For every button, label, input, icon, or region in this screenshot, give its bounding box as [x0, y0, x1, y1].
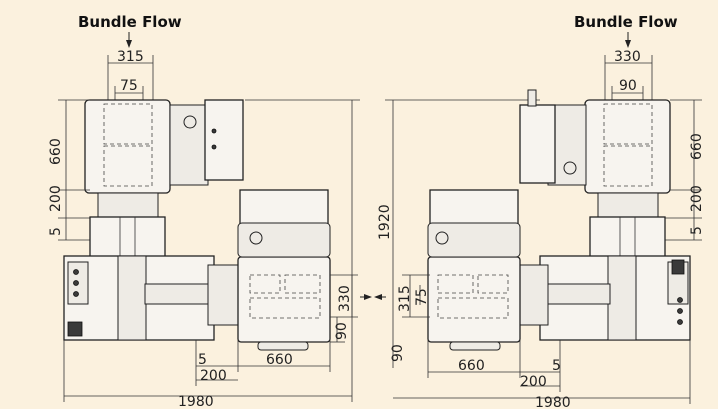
- left-dim-bottom-5: 5: [198, 352, 207, 368]
- left-dim-5: 5: [48, 227, 64, 236]
- right-top-unit: [584, 99, 671, 194]
- right-dim-side-90: 90: [390, 344, 406, 362]
- left-motor-box: [239, 189, 329, 225]
- right-dim-bottom-5: 5: [552, 358, 561, 374]
- right-dim-315: 315: [397, 285, 413, 312]
- left-dim-90: 90: [334, 322, 350, 340]
- left-top-unit: [84, 99, 171, 194]
- right-conveyor-unit: [427, 256, 521, 343]
- left-flow-title: Bundle Flow: [78, 13, 182, 31]
- left-switch: [67, 321, 83, 337]
- left-dim-75: 75: [120, 78, 138, 94]
- left-dim-200: 200: [48, 185, 64, 212]
- right-control-box: [519, 104, 556, 184]
- right-dim-200: 200: [689, 185, 705, 212]
- right-flow-title: Bundle Flow: [574, 13, 678, 31]
- right-dim-90: 90: [619, 78, 637, 94]
- left-dim-bottom-660: 660: [266, 352, 293, 368]
- right-dim-330: 330: [614, 49, 641, 65]
- left-control-box: [204, 99, 244, 181]
- left-dim-1980: 1980: [178, 394, 214, 409]
- left-view: Bundle Flow 315 75 660 200 5: [48, 13, 360, 409]
- right-view: Bundle Flow 330 90 1920 660 200 5: [377, 13, 705, 409]
- right-dim-75: 75: [414, 288, 430, 306]
- right-switch: [671, 259, 685, 275]
- right-dim-bottom-660: 660: [458, 358, 485, 374]
- left-conveyor-unit: [237, 256, 331, 343]
- left-column-head: [97, 192, 159, 218]
- right-dim-1920: 1920: [377, 204, 393, 240]
- right-dim-1980: 1980: [535, 395, 571, 409]
- right-motor-box: [429, 189, 519, 225]
- right-column-head: [597, 192, 659, 218]
- right-dim-5: 5: [689, 226, 705, 235]
- right-dim-660: 660: [689, 133, 705, 160]
- left-dim-bottom-200: 200: [200, 368, 227, 384]
- left-dim-330: 330: [337, 285, 353, 312]
- left-dim-660: 660: [48, 138, 64, 165]
- right-dim-bottom-200: 200: [520, 374, 547, 390]
- left-dim-315: 315: [117, 49, 144, 65]
